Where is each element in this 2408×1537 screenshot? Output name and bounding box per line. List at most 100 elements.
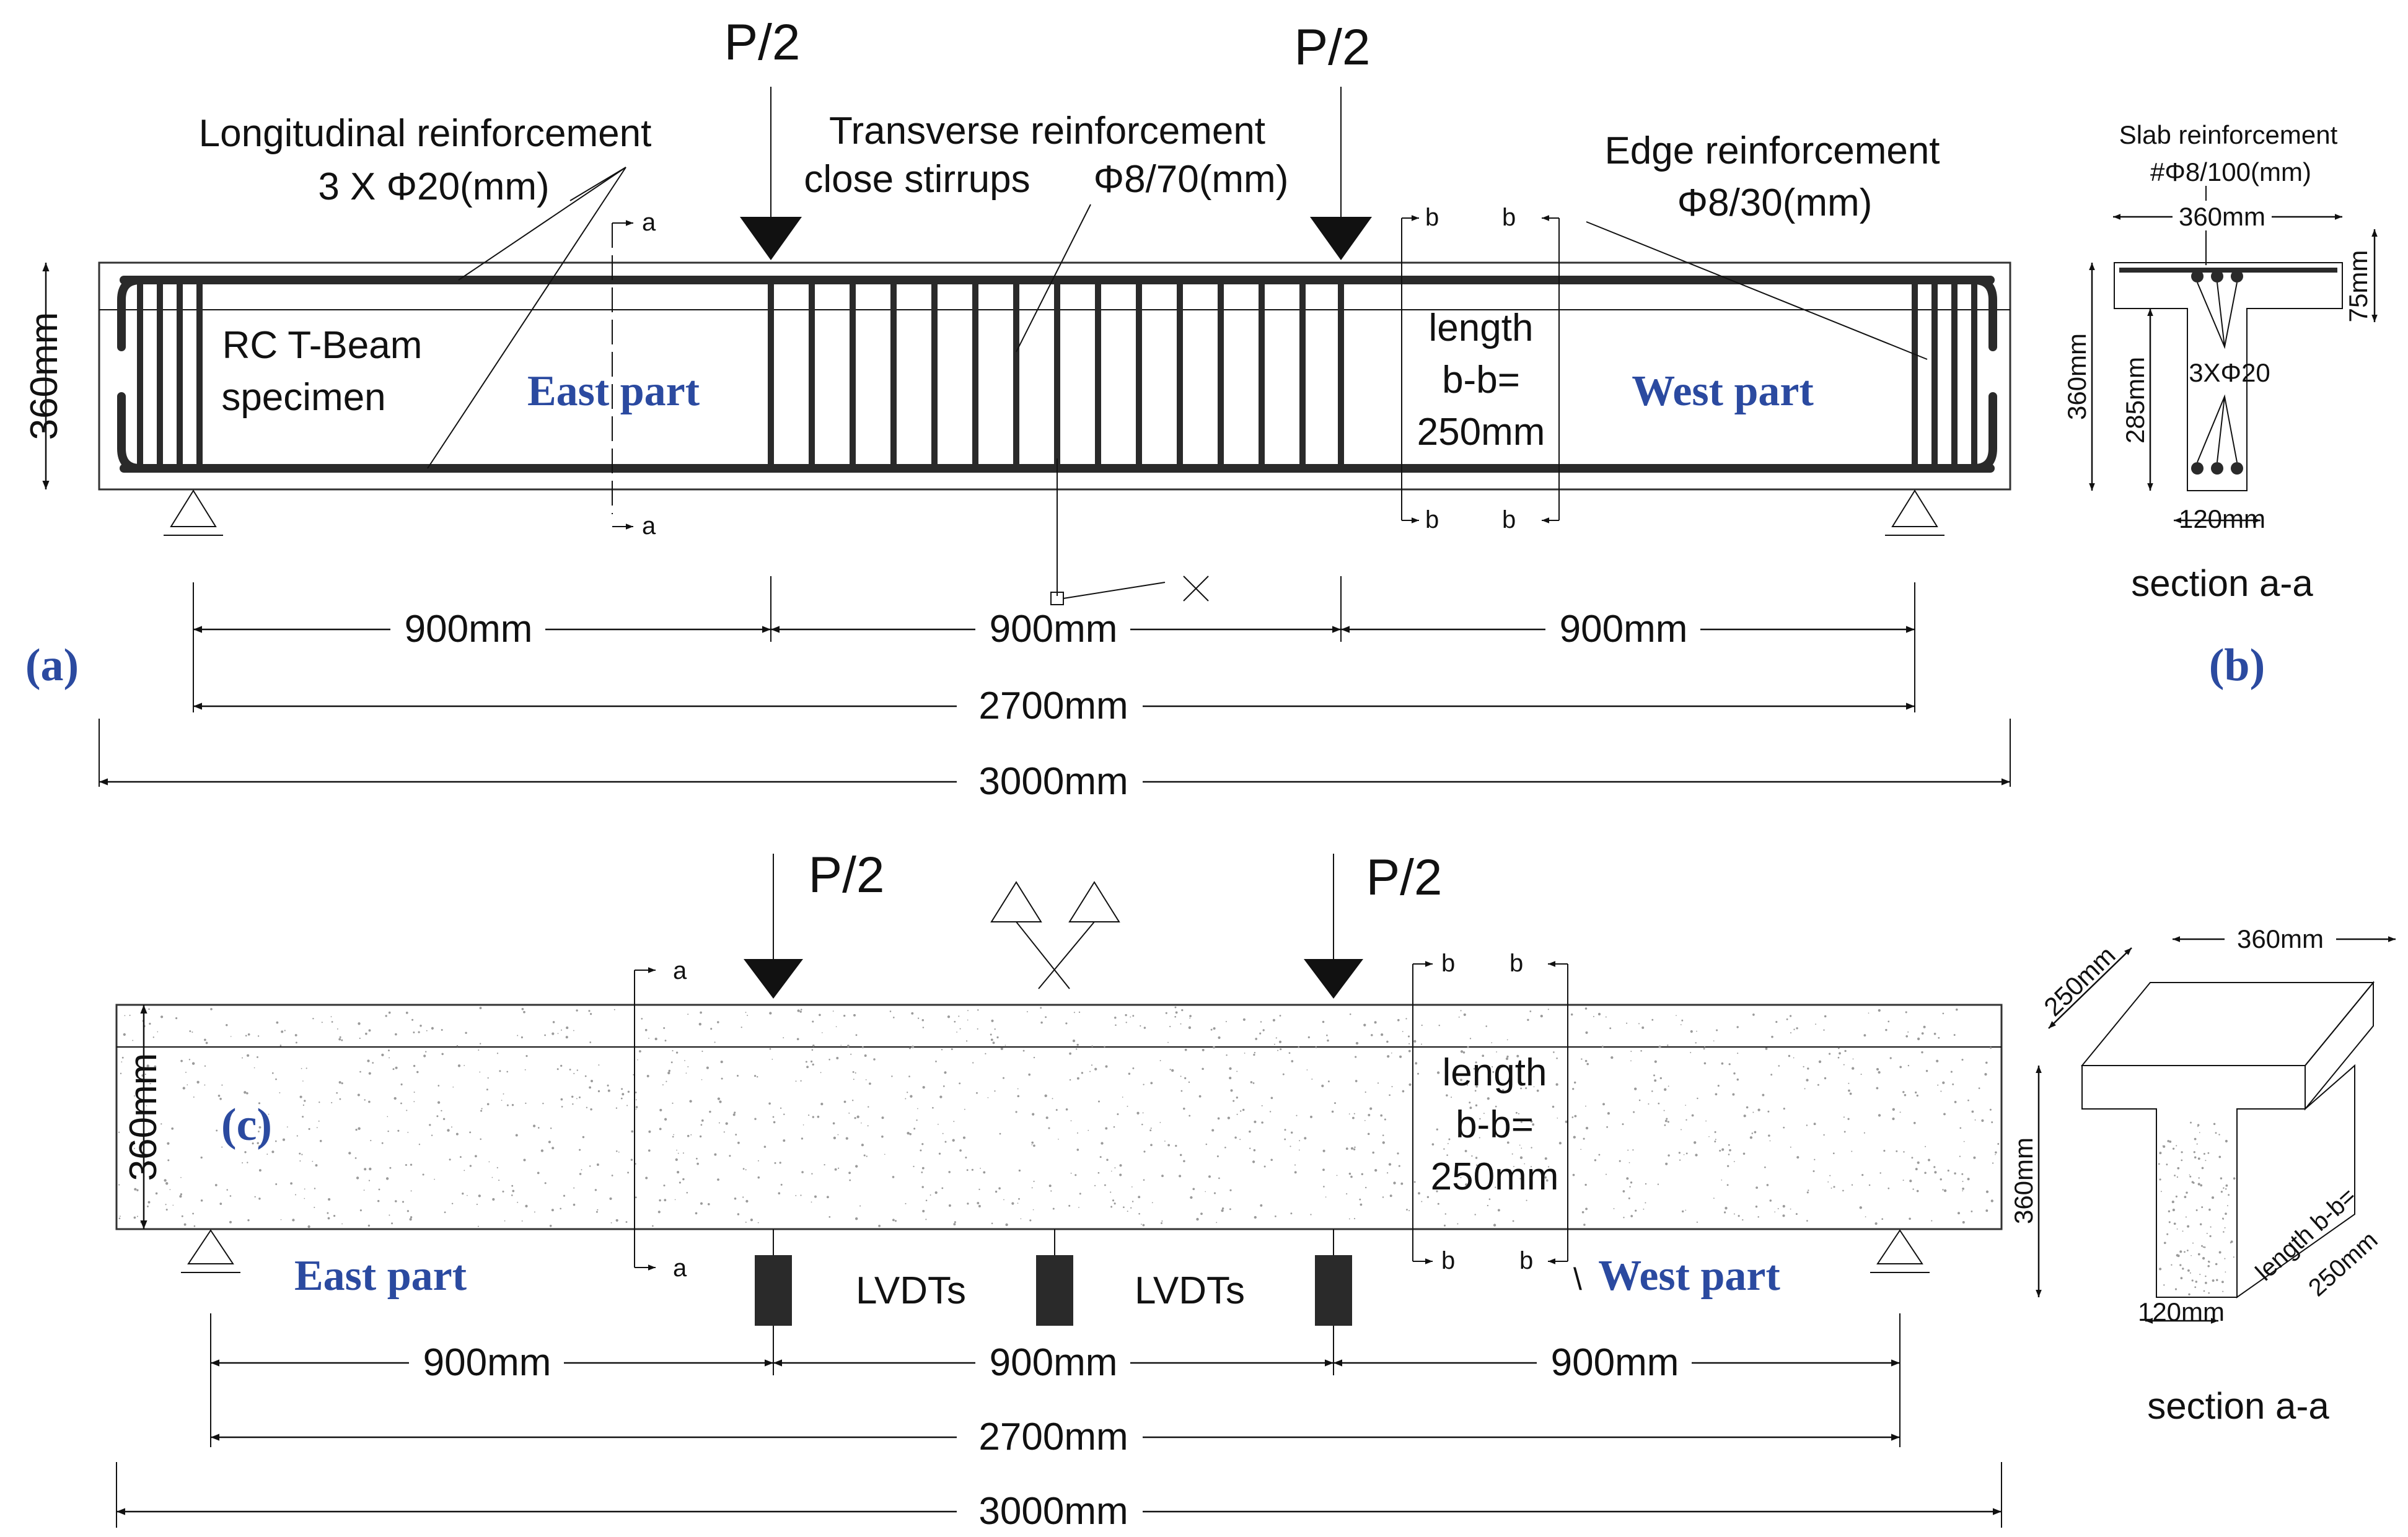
concrete-speckle	[1803, 1066, 1804, 1068]
longitudinal-spec: 3 X Φ20(mm)	[318, 165, 549, 208]
concrete-speckle	[921, 1186, 924, 1188]
concrete-speckle	[881, 1116, 884, 1119]
concrete-speckle	[1530, 1120, 1533, 1123]
concrete-speckle	[905, 1098, 907, 1100]
stirrup-group	[137, 280, 1977, 468]
concrete-speckle	[1388, 1163, 1392, 1166]
concrete-speckle	[2218, 1251, 2221, 1254]
concrete-speckle	[1322, 1168, 1325, 1171]
concrete-speckle	[1915, 1168, 1918, 1171]
concrete-speckle	[662, 1084, 664, 1086]
concrete-speckle	[395, 1066, 398, 1069]
concrete-speckle	[1298, 1046, 1299, 1048]
concrete-speckle	[1031, 1141, 1034, 1144]
concrete-speckle	[246, 1092, 248, 1095]
concrete-speckle	[991, 1222, 993, 1225]
concrete-speckle	[1817, 1084, 1819, 1086]
concrete-speckle	[299, 1152, 301, 1155]
concrete-speckle	[1421, 1201, 1423, 1202]
concrete-speckle	[2205, 1160, 2207, 1162]
concrete-speckle	[677, 1171, 680, 1174]
concrete-speckle	[594, 1189, 597, 1191]
concrete-speckle	[952, 1139, 955, 1142]
concrete-speckle	[1879, 1172, 1881, 1174]
concrete-speckle	[1512, 1220, 1514, 1222]
concrete-speckle	[1065, 1022, 1068, 1025]
concrete-speckle	[1839, 1052, 1841, 1055]
concrete-speckle	[2194, 1286, 2197, 1289]
concrete-speckle	[188, 1059, 191, 1061]
concrete-speckle	[1928, 1158, 1930, 1162]
concrete-speckle	[1789, 1015, 1792, 1017]
concrete-speckle	[1493, 1224, 1496, 1227]
concrete-speckle	[1958, 1212, 1960, 1215]
concrete-speckle	[1769, 1140, 1771, 1142]
concrete-speckle	[294, 1194, 297, 1196]
concrete-speckle	[2194, 1156, 2197, 1158]
concrete-speckle	[615, 1107, 618, 1109]
concrete-speckle	[962, 1136, 966, 1139]
concrete-speckle	[714, 1041, 716, 1043]
right-support-a	[1891, 489, 1938, 527]
concrete-speckle	[1526, 1199, 1527, 1201]
concrete-speckle	[1323, 1186, 1325, 1188]
concrete-speckle	[1691, 1114, 1694, 1117]
concrete-speckle	[2206, 1233, 2208, 1234]
concrete-speckle	[964, 1108, 965, 1110]
concrete-speckle	[687, 1066, 689, 1067]
concrete-speckle	[441, 1029, 443, 1031]
concrete-speckle	[648, 1038, 649, 1039]
concrete-speckle	[1405, 1018, 1407, 1020]
concrete-speckle	[377, 1199, 380, 1202]
concrete-speckle	[889, 1010, 892, 1012]
concrete-speckle	[247, 1162, 248, 1163]
concrete-speckle	[1605, 1016, 1607, 1018]
concrete-speckle	[1942, 1081, 1945, 1084]
length-line2-c: b-b=	[1456, 1103, 1534, 1146]
concrete-speckle	[1527, 1018, 1529, 1022]
concrete-speckle	[257, 1142, 259, 1144]
concrete-speckle	[1213, 1192, 1216, 1194]
concrete-speckle	[544, 1034, 546, 1036]
concrete-speckle	[859, 1205, 861, 1207]
concrete-speckle	[133, 1095, 135, 1097]
concrete-speckle	[1685, 1119, 1687, 1121]
concrete-speckle	[1374, 1168, 1378, 1172]
concrete-speckle	[537, 1127, 540, 1129]
concrete-speckle	[1942, 1189, 1944, 1191]
concrete-speckle	[1658, 1045, 1661, 1048]
concrete-speckle	[214, 1184, 218, 1186]
concrete-speckle	[1889, 1057, 1892, 1059]
concrete-speckle	[2215, 1132, 2217, 1134]
concrete-speckle	[675, 1051, 679, 1054]
concrete-speckle	[812, 1063, 814, 1066]
concrete-speckle	[1075, 1048, 1078, 1050]
concrete-speckle	[1004, 1044, 1006, 1046]
concrete-speckle	[689, 1100, 692, 1103]
concrete-speckle	[1239, 1139, 1241, 1141]
concrete-speckle	[2191, 1181, 2194, 1183]
concrete-speckle	[266, 1154, 268, 1155]
concrete-speckle	[481, 1108, 483, 1110]
concrete-speckle	[2168, 1210, 2171, 1212]
concrete-speckle	[673, 1134, 675, 1136]
concrete-speckle	[327, 1212, 329, 1214]
concrete-speckle	[1824, 1015, 1827, 1018]
concrete-speckle	[336, 1028, 338, 1030]
concrete-speckle	[2190, 1121, 2192, 1124]
concrete-speckle	[1298, 1149, 1300, 1151]
concrete-speckle	[737, 1141, 740, 1144]
concrete-speckle	[1764, 1166, 1766, 1168]
concrete-speckle	[1451, 1097, 1452, 1098]
concrete-speckle	[244, 1151, 247, 1154]
concrete-speckle	[1159, 1122, 1161, 1123]
concrete-speckle	[1349, 1013, 1351, 1015]
concrete-speckle	[682, 1152, 684, 1154]
concrete-speckle	[1778, 1065, 1780, 1067]
concrete-speckle	[1000, 1047, 1003, 1050]
concrete-speckle	[1055, 1109, 1058, 1111]
concrete-speckle	[1307, 1036, 1310, 1039]
concrete-speckle	[1547, 1009, 1549, 1010]
concrete-speckle	[588, 1010, 591, 1012]
concrete-speckle	[175, 1017, 178, 1020]
